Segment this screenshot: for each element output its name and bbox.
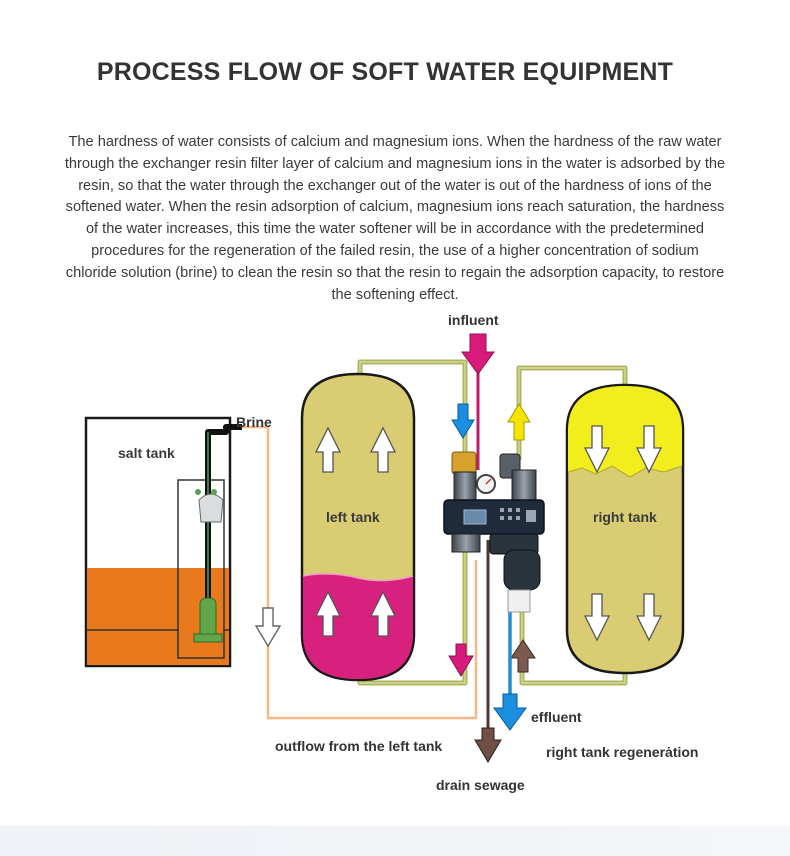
right-tank-label: right tank — [593, 509, 657, 525]
left-tank-up-arrow — [369, 590, 397, 637]
left-tank-label: left tank — [326, 509, 380, 525]
right-tank-down-arrow — [635, 425, 663, 474]
magenta-down-arrow — [448, 643, 474, 677]
drain-arrow — [474, 727, 502, 763]
right-tank — [565, 383, 685, 675]
right-tank-down-arrow — [583, 425, 611, 474]
description-paragraph: The hardness of water consists of calciu… — [64, 134, 726, 303]
influent-arrow — [461, 333, 495, 470]
bottom-band — [0, 826, 790, 856]
salt-tank — [84, 416, 242, 668]
right-tank-regeneration-label: right tank regenerȧtion — [546, 744, 698, 760]
right-tank-down-arrow — [583, 593, 611, 642]
drain-sewage-label: drain sewage — [436, 777, 525, 793]
valve-display-screen — [463, 509, 487, 525]
salt-tank-label: salt tank — [118, 445, 175, 461]
outflow-left-tank-label: outflow from the left tank — [275, 738, 442, 754]
brine-line — [242, 425, 478, 720]
influent-label: influent — [448, 312, 499, 328]
page-title: PROCESS FLOW OF SOFT WATER EQUIPMENT — [96, 58, 674, 86]
brine-label: Brine — [236, 414, 272, 430]
control-valve — [443, 451, 545, 613]
left-tank-up-arrow — [314, 426, 342, 473]
right-tank-down-arrow — [635, 593, 663, 642]
yellow-up-arrow — [507, 403, 531, 441]
blue-down-arrow — [451, 403, 475, 439]
effluent-label: effluent — [531, 709, 582, 725]
left-tank-up-arrow — [314, 590, 342, 637]
brine-flow-arrow — [254, 607, 282, 648]
effluent-arrow — [493, 693, 527, 731]
left-tank — [300, 372, 416, 682]
left-tank-up-arrow — [369, 426, 397, 473]
brown-up-arrow — [510, 639, 536, 673]
